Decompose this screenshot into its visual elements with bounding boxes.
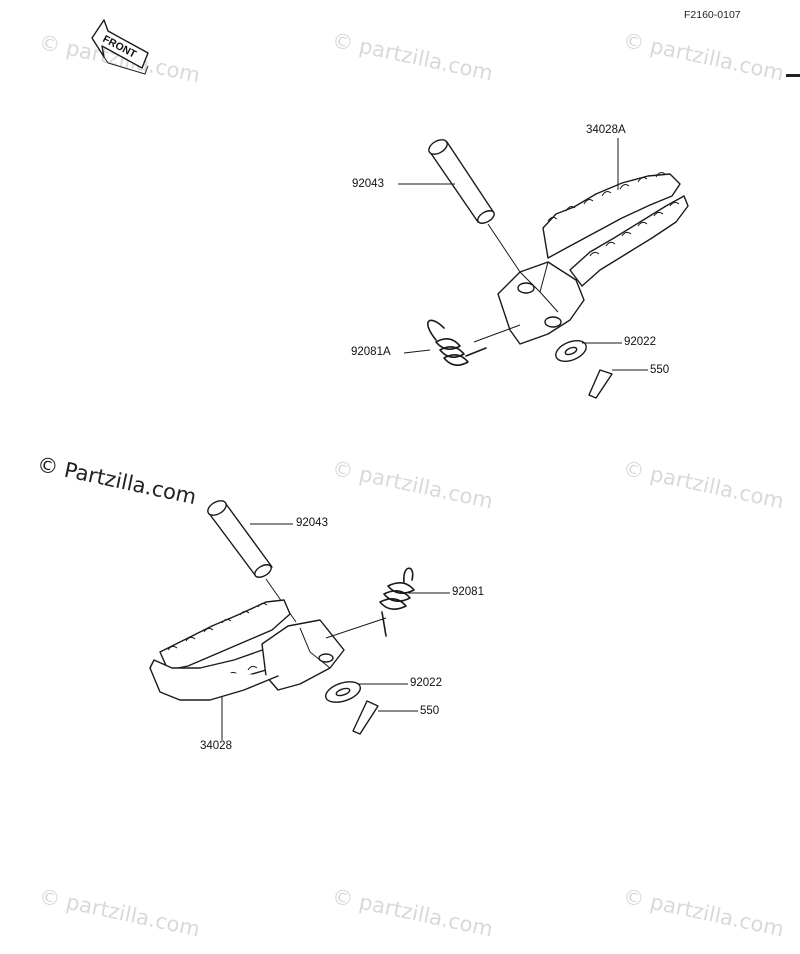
callout-upper-cotter-pin: 550 (650, 364, 670, 376)
callout-lower-washer: 92022 (410, 677, 442, 689)
return-spring-upper (427, 319, 487, 366)
callout-upper-pin: 92043 (352, 178, 384, 190)
return-spring-lower (379, 567, 415, 637)
callout-upper-footpeg: 34028A (586, 124, 626, 136)
callout-upper-spring: 92081A (351, 346, 391, 358)
callout-upper-washer: 92022 (624, 336, 656, 348)
front-arrow-icon: FRONT (91, 19, 149, 75)
callout-lower-spring: 92081 (452, 586, 484, 598)
edge-mark (786, 74, 800, 77)
cotter-pin-upper (588, 369, 613, 399)
callout-lower-pin: 92043 (296, 517, 328, 529)
pivot-pin-upper (428, 139, 495, 224)
footpeg-upper (497, 172, 689, 345)
diagram-code: F2160-0107 (684, 9, 741, 21)
callout-lower-cotter-pin: 550 (420, 705, 440, 717)
washer-lower (324, 681, 362, 703)
pivot-pin-lower (207, 500, 273, 578)
footpeg-lower (149, 599, 345, 701)
washer-upper (555, 340, 587, 362)
cotter-pin-lower (352, 700, 379, 735)
callout-lower-footpeg: 34028 (200, 740, 232, 752)
